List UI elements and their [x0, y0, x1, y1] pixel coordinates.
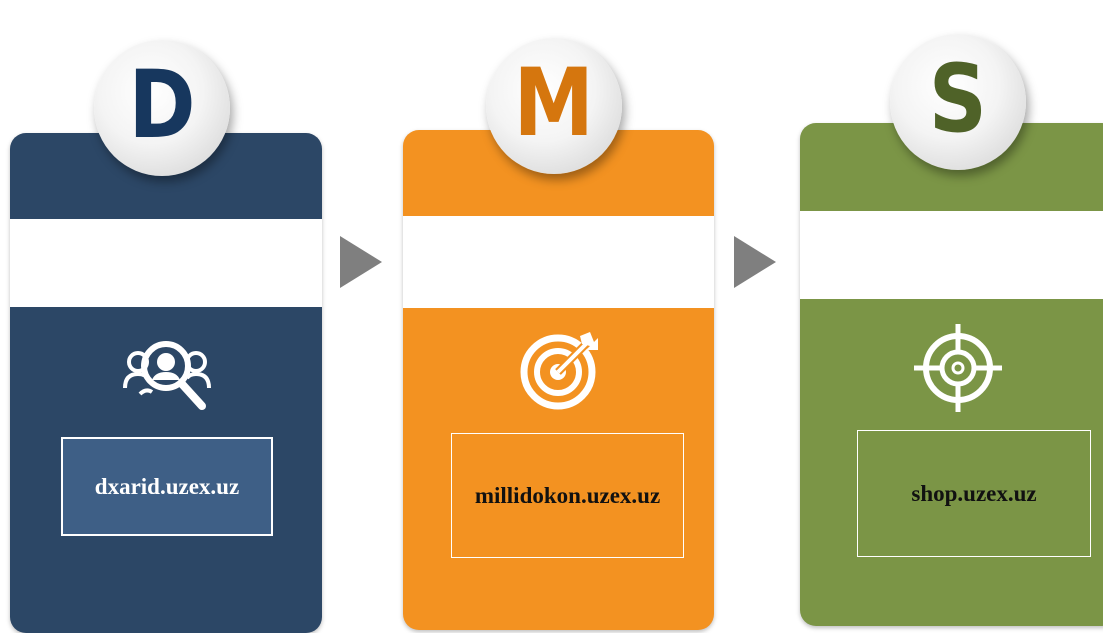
white-band	[10, 219, 322, 307]
white-band	[403, 216, 714, 308]
domain-link-box-dxarid[interactable]: dxarid.uzex.uz	[61, 437, 273, 536]
step-card-d	[10, 133, 322, 633]
people-search-icon	[123, 341, 211, 410]
domain-link-box-shop[interactable]: shop.uzex.uz	[857, 430, 1091, 557]
domain-label-millidokon[interactable]: millidokon.uzex.uz	[474, 482, 661, 508]
white-band	[800, 211, 1103, 299]
arrow-right-icon	[734, 236, 776, 288]
letter-s: S	[928, 45, 988, 154]
letter-d: D	[128, 51, 196, 160]
letter-badge-s: S	[890, 34, 1026, 170]
domain-link-box-millidokon[interactable]: millidokon.uzex.uz	[451, 433, 684, 558]
arrow-right-icon	[340, 236, 382, 288]
crosshair-target-icon	[914, 324, 1002, 412]
dart-target-icon	[520, 332, 598, 410]
domain-label-shop[interactable]: shop.uzex.uz	[911, 480, 1037, 506]
letter-badge-d: D	[94, 40, 230, 176]
letter-badge-m: M	[486, 38, 622, 174]
domain-label-dxarid[interactable]: dxarid.uzex.uz	[94, 473, 240, 499]
letter-m: M	[513, 49, 595, 158]
